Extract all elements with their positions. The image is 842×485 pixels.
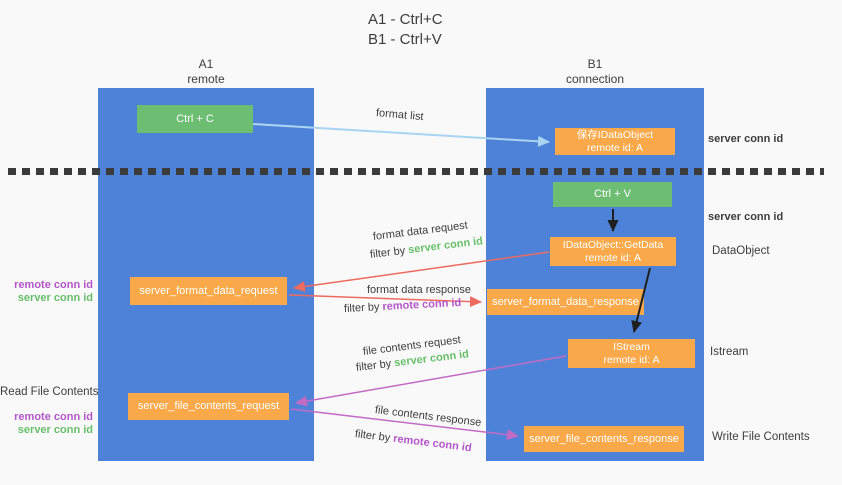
lane-b-subtitle: connection (565, 72, 625, 86)
node-server-file-contents-request-label: server_file_contents_request (137, 400, 280, 412)
node-idataobject-getdata-line2: remote id: A (584, 251, 642, 264)
left-server-conn-id-1: server conn id (17, 292, 93, 304)
lane-a-header: A1 remote (98, 57, 314, 87)
node-istream-line2: remote id: A (603, 353, 660, 366)
server-conn-id-text: server conn id (407, 235, 484, 257)
node-server-file-contents-request: server_file_contents_request (128, 393, 289, 420)
right-dataobject-label: DataObject (712, 245, 770, 257)
node-idataobject-getdata-line1: IDataObject::GetData (562, 238, 664, 251)
left-remote-conn-id-1: remote conn id (14, 279, 93, 291)
edge-label-filter-by-remote-1: filter by remote conn id (344, 297, 462, 315)
node-server-file-contents-response: server_file_contents_response (524, 426, 684, 452)
node-server-format-data-request-label: server_format_data_request (139, 284, 278, 297)
filter-by-text: filter by (343, 300, 383, 315)
remote-conn-id-text: remote conn id (382, 296, 462, 313)
lane-a-subtitle: remote (187, 72, 225, 86)
diagram-title: A1 - Ctrl+C B1 - Ctrl+V (368, 10, 443, 50)
lane-b-header: B1 connection (486, 57, 704, 87)
right-istream-label: Istream (710, 346, 749, 358)
edge-label-filter-by-remote-2: filter by remote conn id (354, 428, 472, 454)
title-line-1: A1 - Ctrl+C (368, 11, 443, 28)
node-save-idataobject: 保存IDataObject remote id: A (555, 128, 675, 155)
left-remote-conn-id-2: remote conn id (14, 411, 93, 423)
dashed-divider-line (8, 168, 824, 175)
lane-a-title: A1 (198, 57, 214, 71)
node-idataobject-getdata: IDataObject::GetData remote id: A (550, 237, 676, 266)
edge-label-format-data-response: format data response (367, 284, 471, 296)
filter-by-text: filter by (369, 244, 409, 261)
right-server-conn-id-1: server conn id (708, 133, 784, 145)
node-ctrl-v-label: Ctrl + V (594, 188, 631, 200)
node-server-file-contents-response-label: server_file_contents_response (529, 432, 679, 445)
node-save-idataobject-line1: 保存IDataObject (576, 128, 654, 141)
left-format-conn-ids: remote conn id server conn id (0, 279, 93, 305)
node-server-format-data-response: server_format_data_response (487, 289, 644, 315)
edge-label-file-contents-response: file contents response (374, 404, 482, 429)
filter-by-text: filter by (354, 428, 394, 445)
remote-conn-id-text: remote conn id (392, 432, 473, 455)
node-istream: IStream remote id: A (568, 339, 695, 368)
node-save-idataobject-line2: remote id: A (586, 141, 644, 154)
left-file-conn-ids: remote conn id server conn id (0, 411, 93, 437)
node-istream-line1: IStream (613, 340, 650, 353)
edge-label-format-list: format list (375, 107, 425, 124)
title-line-2: B1 - Ctrl+V (368, 31, 442, 48)
node-server-format-data-request: server_format_data_request (130, 277, 287, 305)
node-ctrl-c-label: Ctrl + C (176, 112, 214, 125)
left-read-file-contents: Read File Contents (0, 386, 99, 398)
right-write-file-contents-label: Write File Contents (712, 431, 810, 443)
filter-by-text: filter by (355, 357, 395, 374)
node-ctrl-v: Ctrl + V (553, 182, 672, 207)
node-ctrl-c: Ctrl + C (137, 105, 253, 133)
left-server-conn-id-2: server conn id (17, 424, 93, 436)
lane-b-title: B1 (587, 57, 603, 71)
node-server-format-data-response-label: server_format_data_response (492, 295, 639, 308)
right-server-conn-id-2: server conn id (708, 211, 784, 223)
